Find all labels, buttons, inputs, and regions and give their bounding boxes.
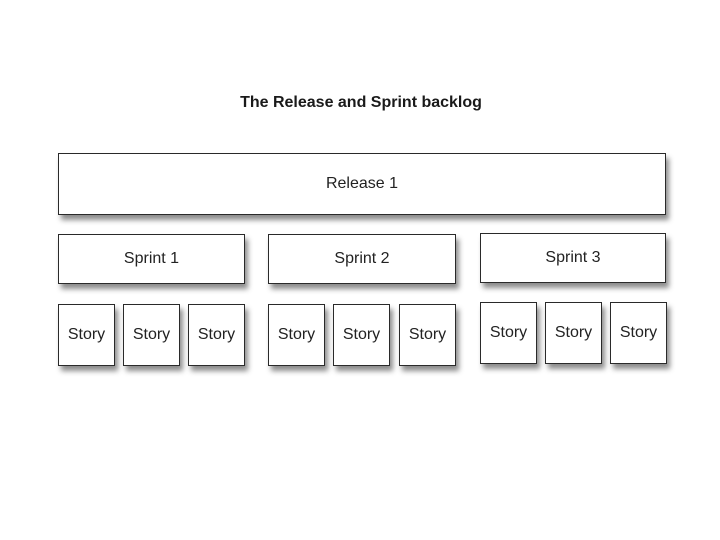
sprint-label: Sprint 2: [334, 250, 390, 267]
sprint-box-2: Sprint 2: [268, 234, 456, 284]
sprint-box-3: Sprint 3: [480, 233, 666, 283]
story-label: Story: [277, 326, 316, 343]
story-label: Story: [132, 326, 171, 343]
sprint-label: Sprint 1: [123, 250, 180, 267]
story-label: Story: [342, 326, 381, 343]
sprint-label: Sprint 3: [545, 249, 601, 266]
story-label: Story: [408, 326, 447, 343]
story-box: Story: [268, 304, 325, 366]
story-label: Story: [489, 324, 528, 341]
story-label: Story: [197, 326, 236, 343]
diagram-title: The Release and Sprint backlog: [240, 94, 482, 111]
story-label: Story: [67, 326, 106, 343]
story-box: Story: [480, 302, 537, 364]
story-label: Story: [554, 324, 593, 341]
story-label: Story: [619, 324, 658, 341]
release-box: Release 1: [58, 153, 666, 215]
sprint-box-1: Sprint 1: [58, 234, 245, 284]
story-box: Story: [188, 304, 245, 366]
story-box: Story: [545, 302, 602, 364]
release-label: Release 1: [325, 175, 399, 192]
story-box: Story: [610, 302, 667, 364]
story-box: Story: [399, 304, 456, 366]
story-box: Story: [123, 304, 180, 366]
story-box: Story: [333, 304, 390, 366]
story-box: Story: [58, 304, 115, 366]
